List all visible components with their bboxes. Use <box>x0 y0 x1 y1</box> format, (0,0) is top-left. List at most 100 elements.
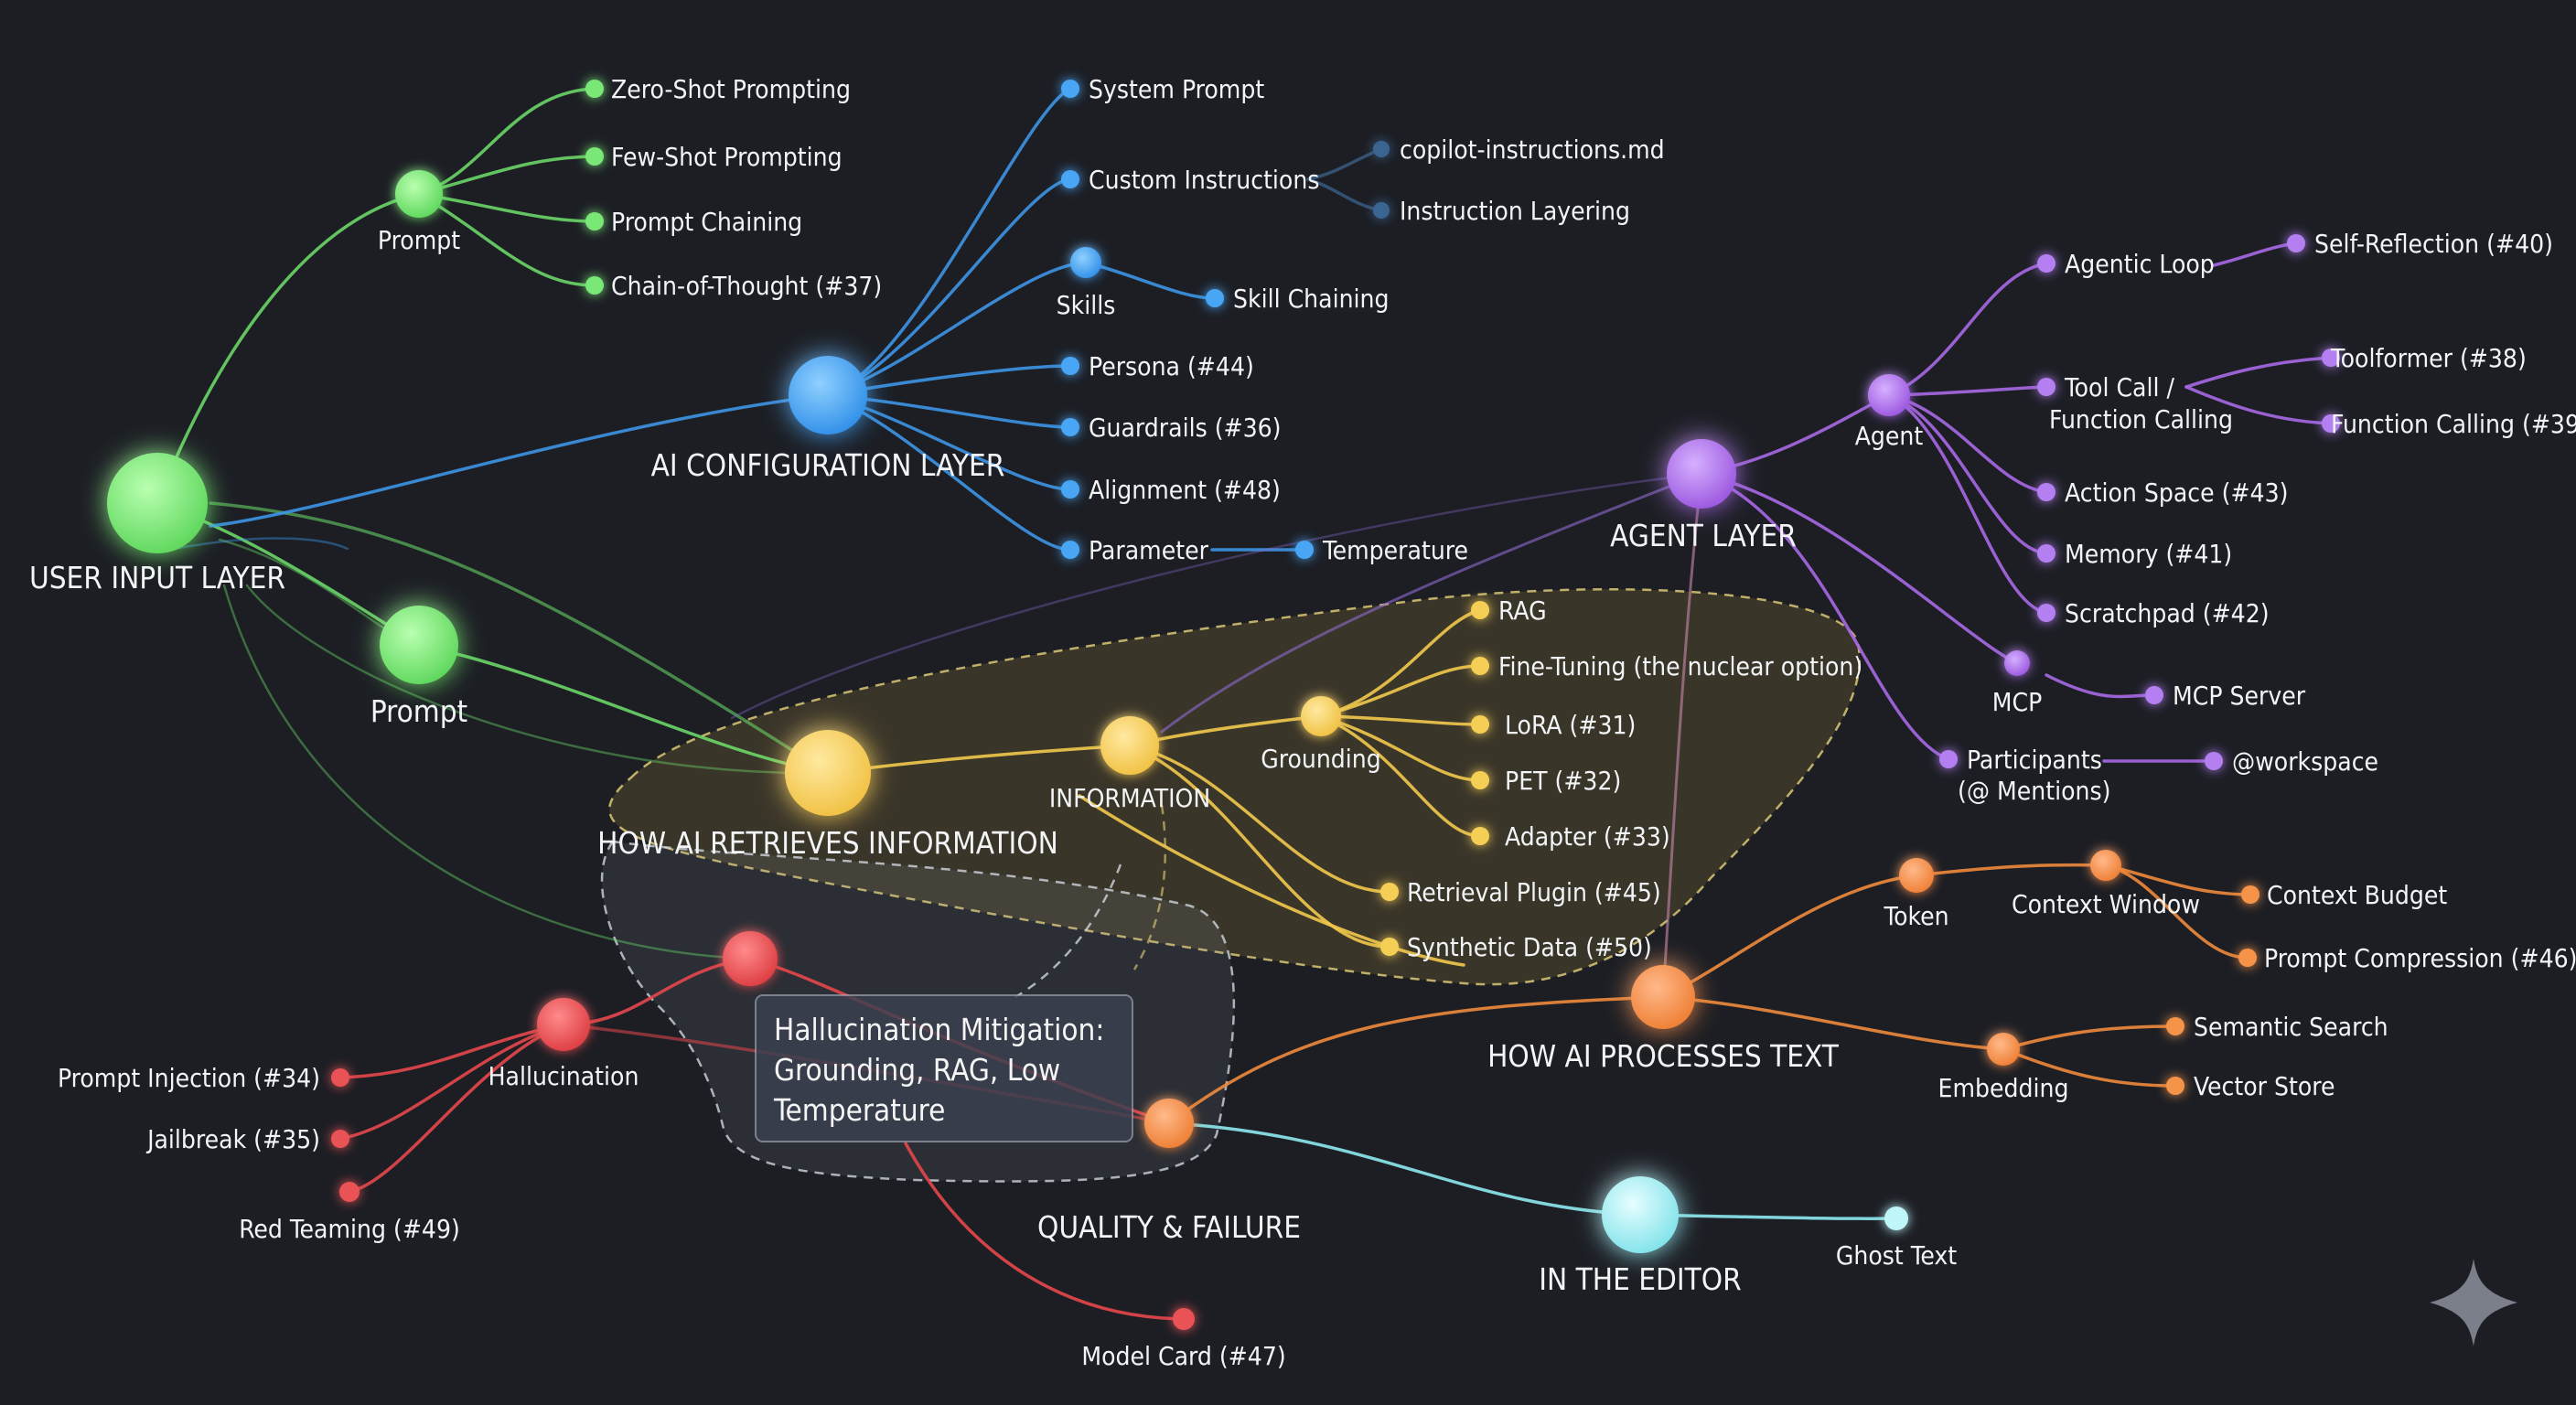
self-reflection-dot[interactable] <box>2287 234 2305 252</box>
model-card-dot[interactable] <box>1173 1308 1195 1330</box>
context-window-label: Context Window <box>2012 889 2200 919</box>
function-calling-label: Function Calling (#39) <box>2331 409 2576 439</box>
editor-layer-node[interactable] <box>1602 1176 1679 1253</box>
toolformer-dot[interactable] <box>2322 349 2340 367</box>
parameter-dot[interactable] <box>1061 541 1079 559</box>
agent-layer-label: AGENT LAYER <box>1610 518 1797 553</box>
hallucination-node[interactable] <box>537 998 590 1051</box>
token-label: Token <box>1883 901 1948 931</box>
retrieval-region <box>608 588 1862 986</box>
prompt-top-node[interactable] <box>395 170 443 218</box>
callout-line-3: Temperature <box>773 1092 945 1128</box>
alignment-dot[interactable] <box>1061 480 1079 499</box>
red-teaming-dot[interactable] <box>339 1182 360 1202</box>
tool-call-label-1: Tool Call / <box>2064 372 2174 402</box>
temperature-label: Temperature <box>1322 535 1468 565</box>
callout-line-2: Grounding, RAG, Low <box>774 1052 1060 1088</box>
red-teaming-label: Red Teaming (#49) <box>239 1214 460 1244</box>
temperature-dot[interactable] <box>1295 541 1314 559</box>
ghost-text-label: Ghost Text <box>1836 1240 1957 1271</box>
fine-tuning-label: Fine-Tuning (the nuclear option) <box>1498 651 1862 681</box>
ghost-text-dot[interactable] <box>1884 1207 1908 1230</box>
vector-store-label: Vector Store <box>2194 1071 2335 1101</box>
user-input-layer-label: USER INPUT LAYER <box>29 560 285 595</box>
agentic-loop-label: Agentic Loop <box>2065 249 2215 279</box>
zero-shot-dot[interactable] <box>585 80 604 98</box>
function-calling-dot[interactable] <box>2322 414 2340 433</box>
prompt-injection-label: Prompt Injection (#34) <box>58 1063 320 1093</box>
context-budget-dot[interactable] <box>2241 885 2259 904</box>
parameter-label: Parameter <box>1089 535 1209 565</box>
information-node[interactable] <box>1100 716 1159 775</box>
action-space-label: Action Space (#43) <box>2065 477 2288 508</box>
embedding-label: Embedding <box>1938 1073 2069 1103</box>
semantic-search-dot[interactable] <box>2166 1017 2184 1035</box>
scratchpad-label: Scratchpad (#42) <box>2065 598 2270 628</box>
jailbreak-label: Jailbreak (#35) <box>145 1124 320 1154</box>
embedding-node[interactable] <box>1987 1033 2020 1066</box>
participants-label-1: Participants <box>1967 745 2102 775</box>
prompt-compression-label: Prompt Compression (#46) <box>2264 943 2576 973</box>
custom-instructions-label: Custom Instructions <box>1089 165 1319 195</box>
editor-layer-label: IN THE EDITOR <box>1539 1261 1742 1297</box>
user-input-layer-node[interactable] <box>107 453 208 553</box>
tool-call-dot[interactable] <box>2037 378 2055 396</box>
context-window-node[interactable] <box>2090 850 2121 881</box>
vector-store-dot[interactable] <box>2166 1077 2184 1095</box>
agent-node[interactable] <box>1868 374 1910 416</box>
memory-label: Memory (#41) <box>2065 539 2232 569</box>
agent-layer-node[interactable] <box>1667 439 1736 509</box>
red-hub-node[interactable] <box>723 931 778 986</box>
retrieval-plugin-dot[interactable] <box>1380 883 1399 901</box>
pet-dot[interactable] <box>1471 771 1489 789</box>
guardrails-dot[interactable] <box>1061 418 1079 436</box>
token-node[interactable] <box>1899 858 1934 893</box>
rag-label: RAG <box>1498 595 1547 626</box>
instruction-layering-dot[interactable] <box>1373 202 1390 219</box>
mcp-server-label: MCP Server <box>2173 681 2306 711</box>
agentic-loop-dot[interactable] <box>2037 254 2055 273</box>
few-shot-dot[interactable] <box>585 147 604 166</box>
memory-dot[interactable] <box>2037 544 2055 563</box>
ai-config-layer-node[interactable] <box>789 356 867 434</box>
adapter-dot[interactable] <box>1471 827 1489 845</box>
jailbreak-dot[interactable] <box>331 1130 349 1148</box>
mcp-server-dot[interactable] <box>2145 686 2163 704</box>
persona-dot[interactable] <box>1061 357 1079 375</box>
lora-dot[interactable] <box>1471 715 1489 734</box>
hallucination-label: Hallucination <box>488 1061 639 1091</box>
processing-layer-label: HOW AI PROCESSES TEXT <box>1487 1038 1840 1074</box>
information-label: INFORMATION <box>1049 783 1210 813</box>
grounding-label: Grounding <box>1261 744 1381 774</box>
system-prompt-dot[interactable] <box>1061 80 1079 98</box>
prompt-injection-dot[interactable] <box>331 1068 349 1087</box>
callout-connector-2 <box>1132 804 1166 971</box>
synthetic-data-dot[interactable] <box>1380 938 1399 956</box>
chain-of-thought-dot[interactable] <box>585 276 604 295</box>
retrieval-layer-node[interactable] <box>785 730 871 816</box>
grounding-node[interactable] <box>1301 696 1341 736</box>
system-prompt-label: System Prompt <box>1089 74 1264 104</box>
lora-label: LoRA (#31) <box>1505 710 1636 740</box>
workspace-dot[interactable] <box>2205 752 2223 770</box>
rag-dot[interactable] <box>1471 601 1489 619</box>
processing-layer-node[interactable] <box>1631 965 1695 1029</box>
custom-instructions-dot[interactable] <box>1061 170 1079 188</box>
fine-tuning-dot[interactable] <box>1471 657 1489 675</box>
quality-node[interactable] <box>1144 1099 1194 1148</box>
prompt-chaining-dot[interactable] <box>585 212 604 231</box>
scratchpad-dot[interactable] <box>2037 604 2055 622</box>
action-space-dot[interactable] <box>2037 483 2055 501</box>
zero-shot-label: Zero-Shot Prompting <box>611 74 851 104</box>
participants-label-2: (@ Mentions) <box>1958 776 2110 806</box>
few-shot-label: Few-Shot Prompting <box>611 142 843 172</box>
skills-node[interactable] <box>1070 247 1101 278</box>
skill-chaining-dot[interactable] <box>1206 289 1224 307</box>
mcp-node[interactable] <box>2004 650 2030 676</box>
prompt-mid-node[interactable] <box>380 606 458 684</box>
prompt-compression-dot[interactable] <box>2238 949 2257 967</box>
prompt-top-label: Prompt <box>378 225 460 255</box>
copilot-instructions-dot[interactable] <box>1373 141 1390 157</box>
participants-dot[interactable] <box>1939 750 1958 768</box>
